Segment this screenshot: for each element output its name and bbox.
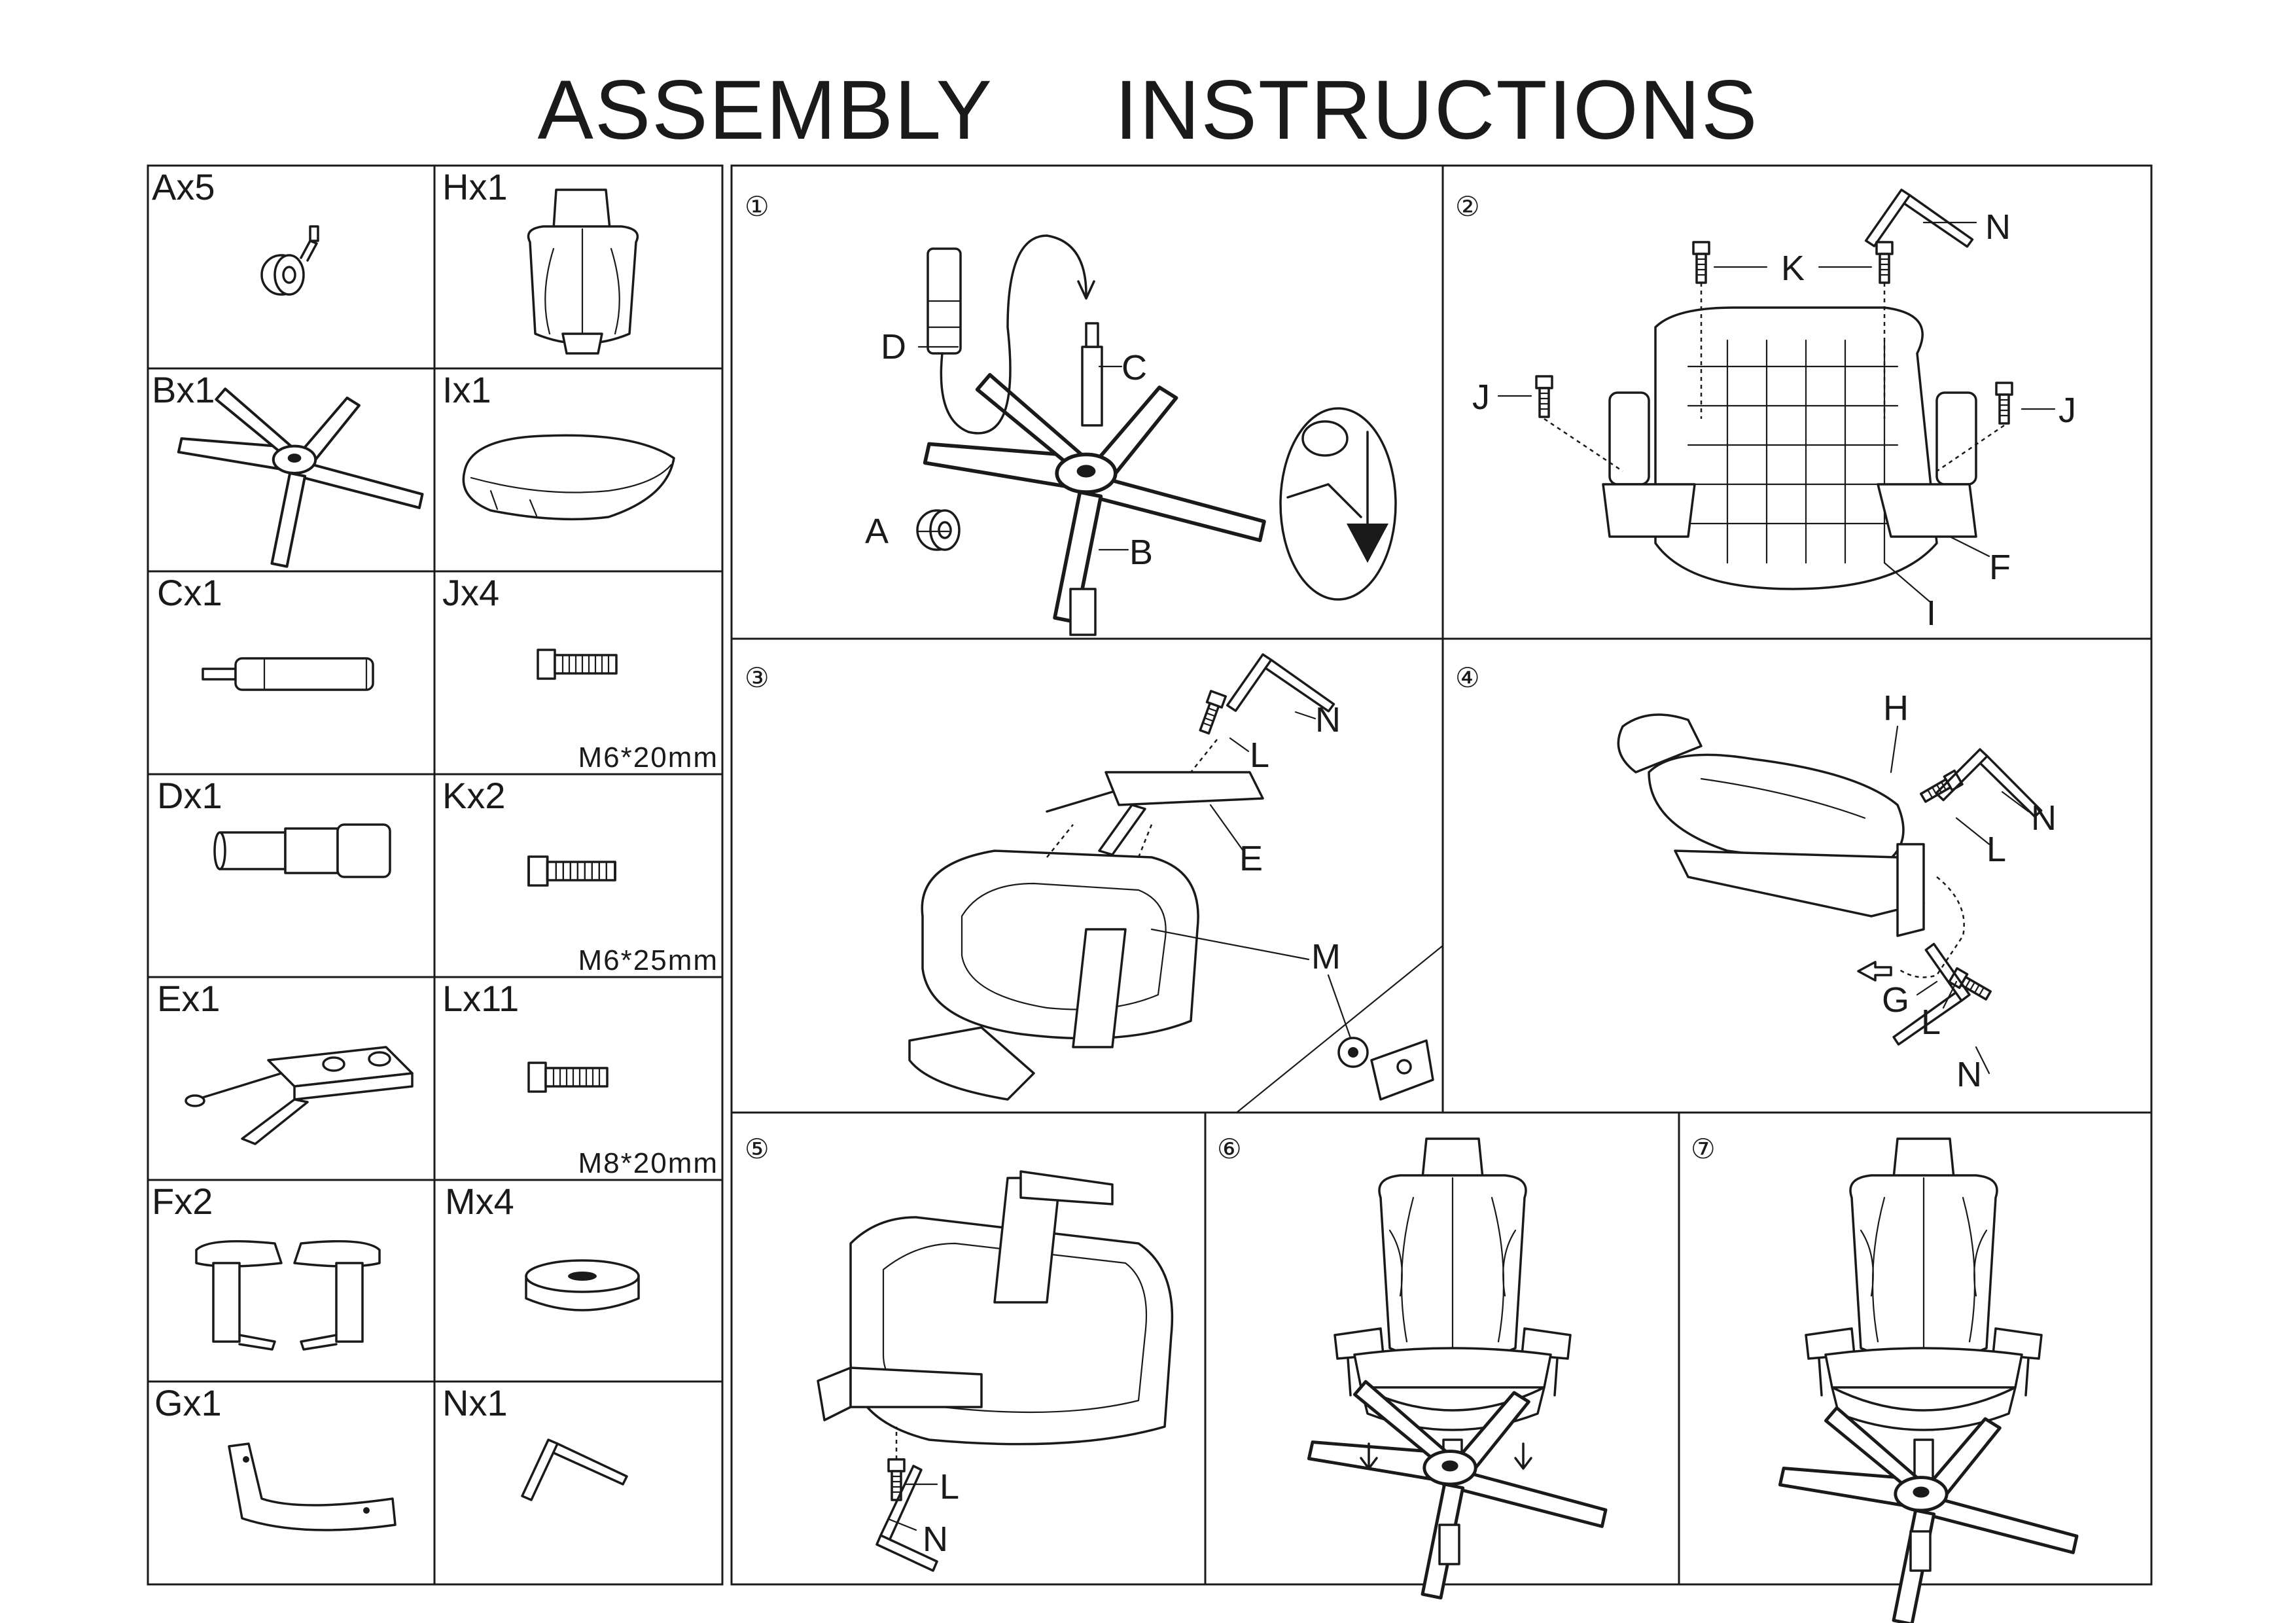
tilt-mechanism-icon <box>185 1046 414 1145</box>
part-j-spec: M6*20mm <box>578 741 719 774</box>
step-4-callout-g: G <box>1882 980 1909 1020</box>
part-h-label: Hx1 <box>442 166 508 207</box>
step-4-callout-l-bottom: L <box>1921 1003 1941 1042</box>
allen-key-icon <box>521 1438 628 1501</box>
lift-cover-icon <box>213 823 391 878</box>
step-2-callout-j-left: J <box>1472 378 1490 417</box>
part-d-label: Dx1 <box>157 775 222 816</box>
step-1-number: ① <box>745 190 769 223</box>
step-5-illustration: L N <box>817 1170 1174 1572</box>
part-i-label: Ix1 <box>442 369 491 410</box>
gas-lift-icon <box>202 657 374 691</box>
step-1-illustration: D C A B <box>865 234 1397 636</box>
washer-icon <box>525 1259 640 1311</box>
part-k-label: Kx2 <box>442 775 506 816</box>
part-j-label: Jx4 <box>442 572 499 613</box>
step-7-illustration <box>1780 1137 2077 1623</box>
step-6-illustration <box>1309 1137 1606 1598</box>
step-5-callout-n: N <box>923 1520 948 1559</box>
step-2-callout-f: F <box>1989 548 2011 587</box>
seat-cushion-icon <box>462 434 675 521</box>
back-bracket-icon <box>228 1442 397 1531</box>
five-star-base-icon <box>179 389 423 566</box>
bolt-j-icon <box>537 649 618 680</box>
step-3-callout-n: N <box>1315 700 1341 740</box>
part-a-label: Ax5 <box>152 166 215 207</box>
part-m-label: Mx4 <box>445 1181 514 1222</box>
page-title: ASSEMBLY INSTRUCTIONS <box>537 63 1759 157</box>
step-2-callout-n: N <box>1985 207 2011 247</box>
bolt-l-icon <box>527 1061 609 1093</box>
step-5-number: ⑤ <box>745 1133 769 1165</box>
step-2-callout-k: K <box>1781 249 1805 288</box>
part-g-label: Gx1 <box>154 1382 222 1423</box>
step-7-number: ⑦ <box>1691 1133 1716 1165</box>
step-4-callout-h: H <box>1883 688 1909 728</box>
part-b-label: Bx1 <box>152 369 215 410</box>
part-k-spec: M6*25mm <box>578 944 719 976</box>
step-6-number: ⑥ <box>1217 1133 1242 1165</box>
part-c-label: Cx1 <box>157 572 222 613</box>
step-numbers: ① ② ③ ④ ⑤ ⑥ ⑦ <box>745 190 1716 1165</box>
chair-back-icon <box>527 188 639 355</box>
step-1-callout-c: C <box>1122 348 1147 387</box>
step-3-callout-l: L <box>1250 736 1269 775</box>
part-l-label: Lx11 <box>442 978 519 1019</box>
part-l-spec: M8*20mm <box>578 1147 719 1179</box>
parts-list: Ax5 Hx1 Bx1 Ix1 Cx1 Jx4 M6*20mm Dx1 Kx2 … <box>147 164 724 1586</box>
step-1-callout-b: B <box>1129 533 1153 572</box>
step-2-callout-j-right: J <box>2058 391 2076 430</box>
step-1-callout-d: D <box>881 327 906 366</box>
step-3-number: ③ <box>745 662 769 694</box>
bolt-k-icon <box>527 855 616 887</box>
step-2-illustration: K N J J F I <box>1472 184 2076 633</box>
step-4-callout-n-bottom: N <box>1956 1055 1982 1094</box>
step-4-number: ④ <box>1455 662 1480 694</box>
step-4-callout-l-top: L <box>1987 830 2006 869</box>
step-2-number: ② <box>1455 190 1480 223</box>
step-2-callout-i: I <box>1926 594 1936 633</box>
part-e-label: Ex1 <box>157 978 221 1019</box>
step-3-illustration: N L E M <box>908 649 1434 1101</box>
part-n-label: Nx1 <box>442 1382 508 1423</box>
caster-wheel-icon <box>260 225 319 296</box>
step-1-callout-a: A <box>865 512 889 551</box>
armrests-icon <box>195 1240 381 1351</box>
step-3-callout-e: E <box>1239 839 1263 878</box>
part-f-label: Fx2 <box>152 1181 213 1222</box>
step-3-callout-m: M <box>1311 937 1341 976</box>
step-5-callout-l: L <box>940 1467 959 1507</box>
step-4-callout-n-top: N <box>2031 798 2057 838</box>
step-4-illustration: H N L G L N <box>1617 688 2057 1094</box>
